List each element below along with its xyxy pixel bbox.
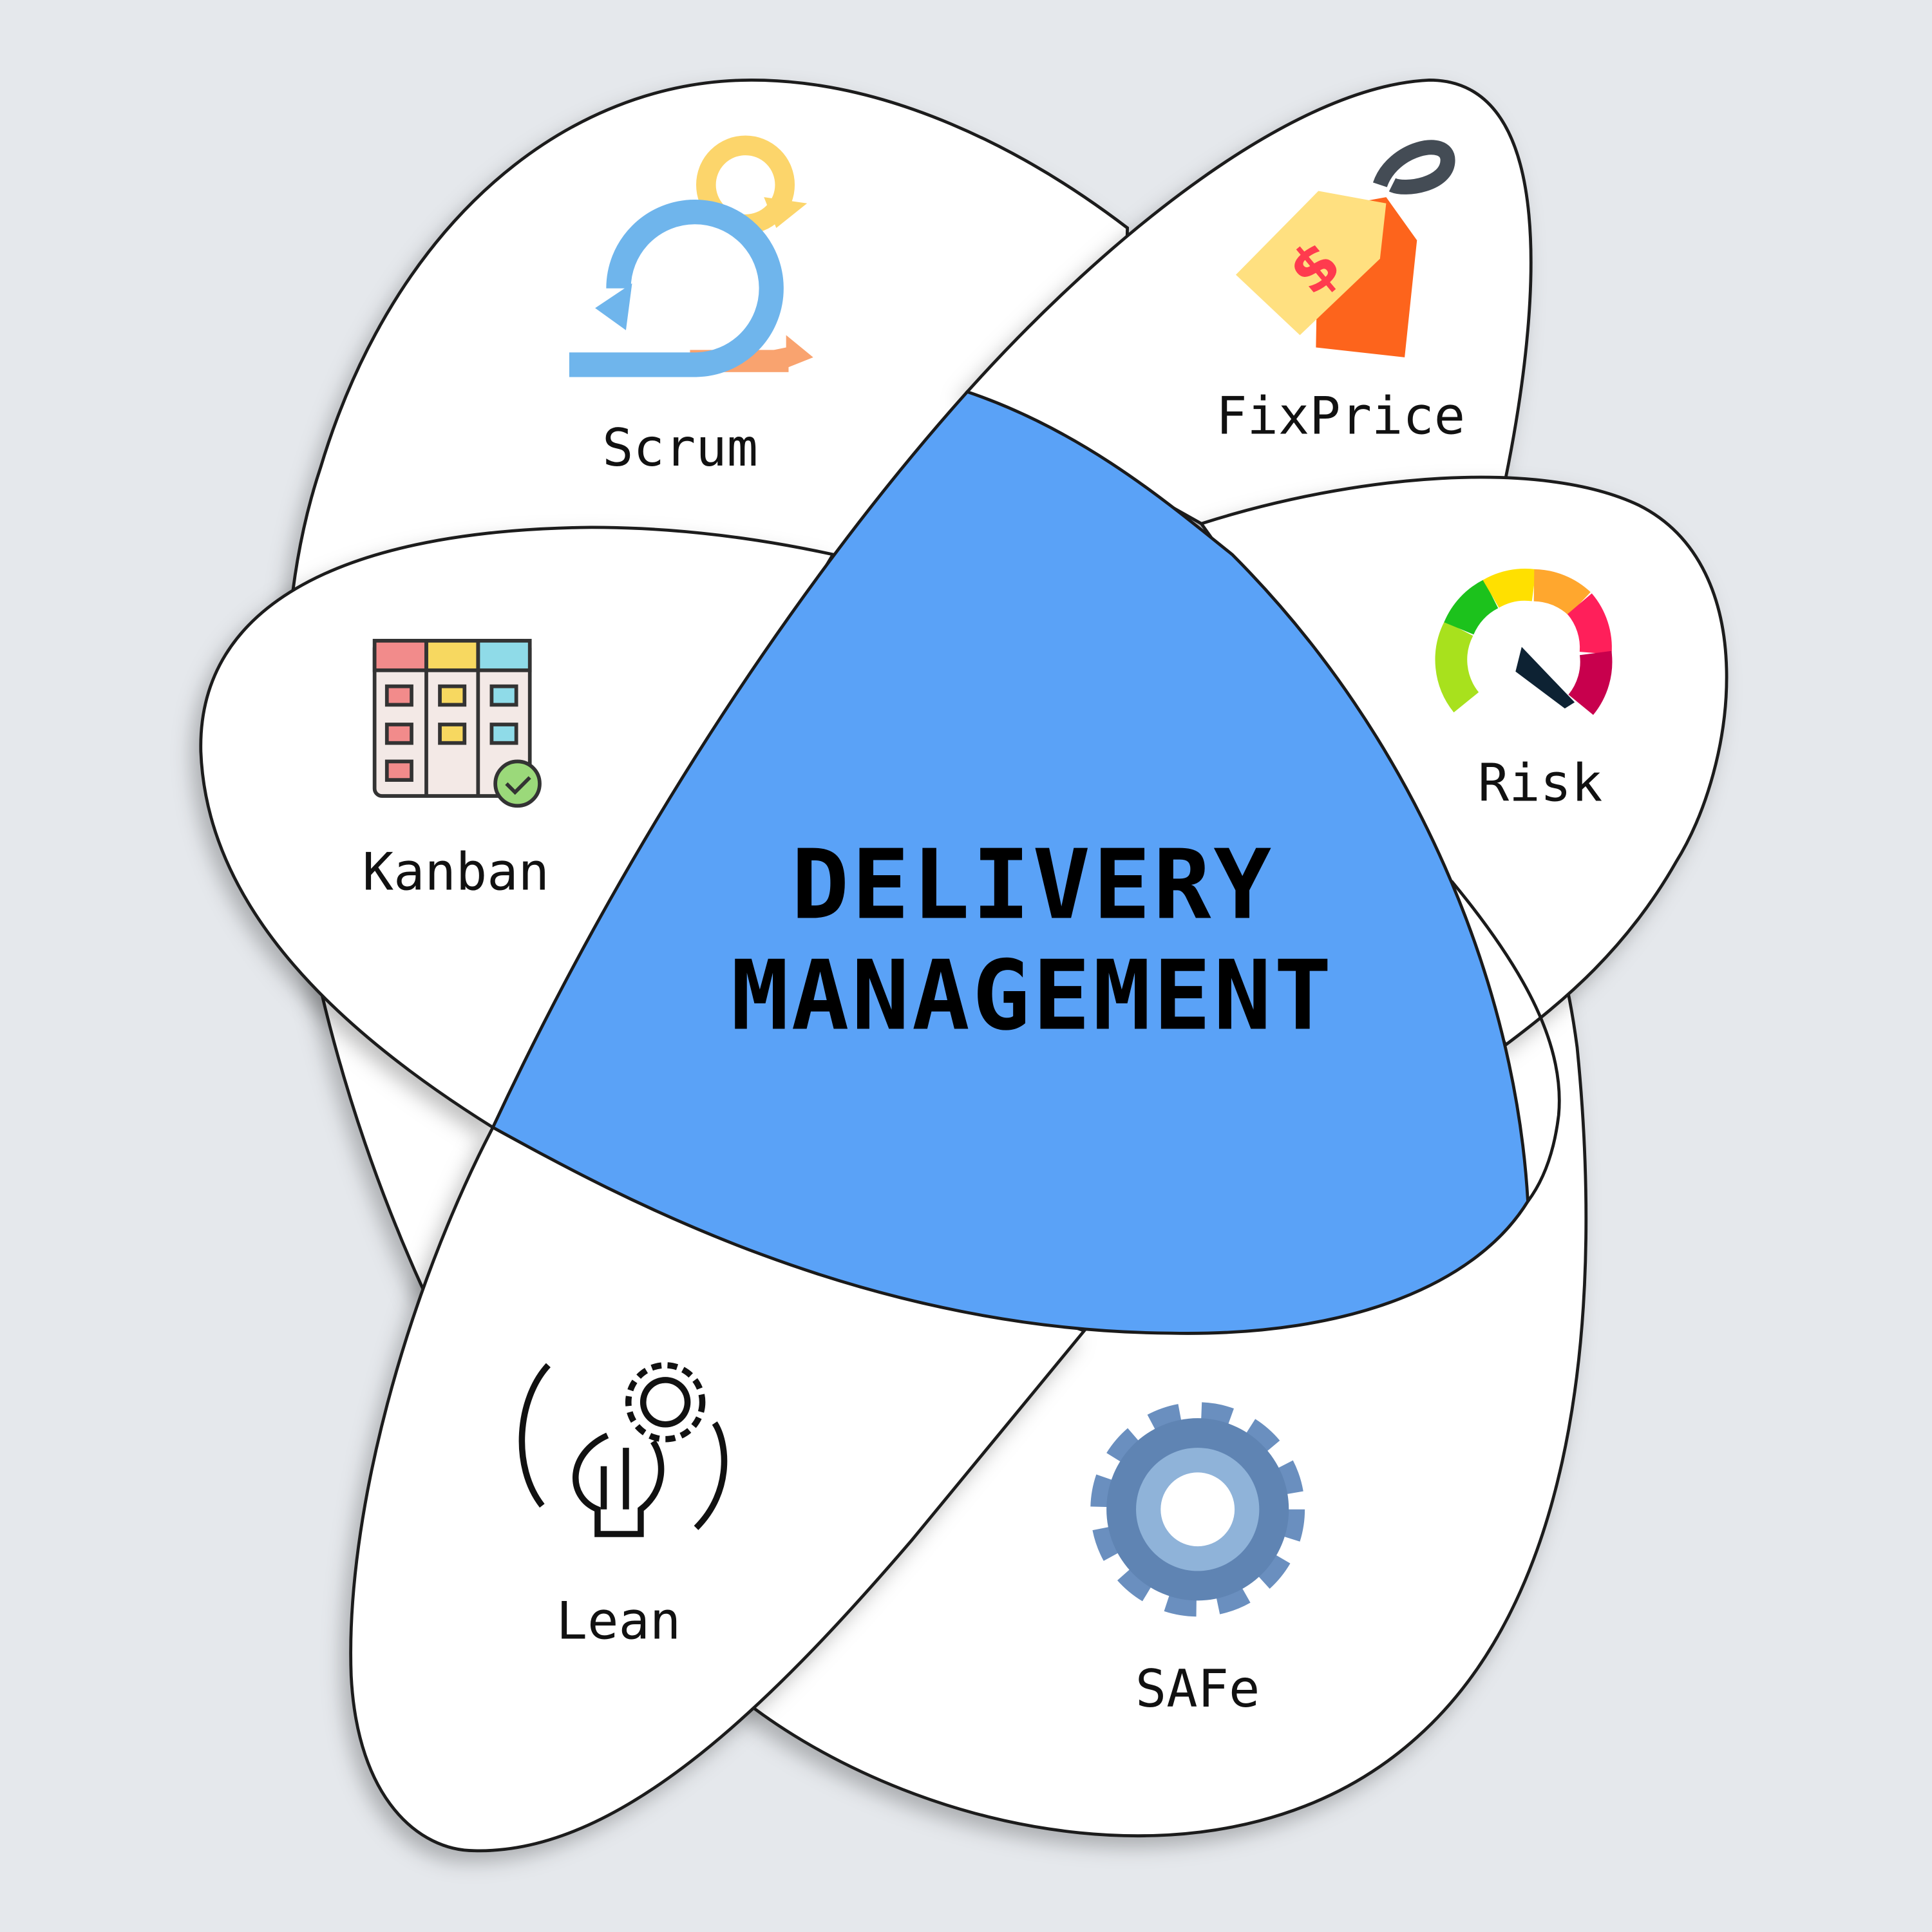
label-fixprice: FixPrice (1216, 385, 1465, 446)
outline-arc (1450, 880, 1561, 1202)
petal-kanban (199, 526, 836, 1130)
gear-icon (1090, 1402, 1305, 1617)
scrum-cycle-icon (569, 135, 813, 377)
label-scrum: Scrum (602, 417, 758, 478)
label-safe: SAFe (1135, 1658, 1260, 1719)
label-lean: Lean (556, 1591, 681, 1651)
title-line-1: DELIVERY (791, 829, 1274, 941)
label-risk: Risk (1478, 753, 1602, 813)
lightbulb-gear-icon (518, 1362, 728, 1537)
center-region (491, 390, 1530, 1335)
risk-gauge-icon (1435, 569, 1613, 715)
price-tag-icon: $ (1236, 140, 1455, 357)
kanban-board-icon (372, 639, 542, 808)
label-kanban: Kanban (363, 841, 549, 902)
title-line-2: MANAGEMENT (731, 940, 1334, 1052)
